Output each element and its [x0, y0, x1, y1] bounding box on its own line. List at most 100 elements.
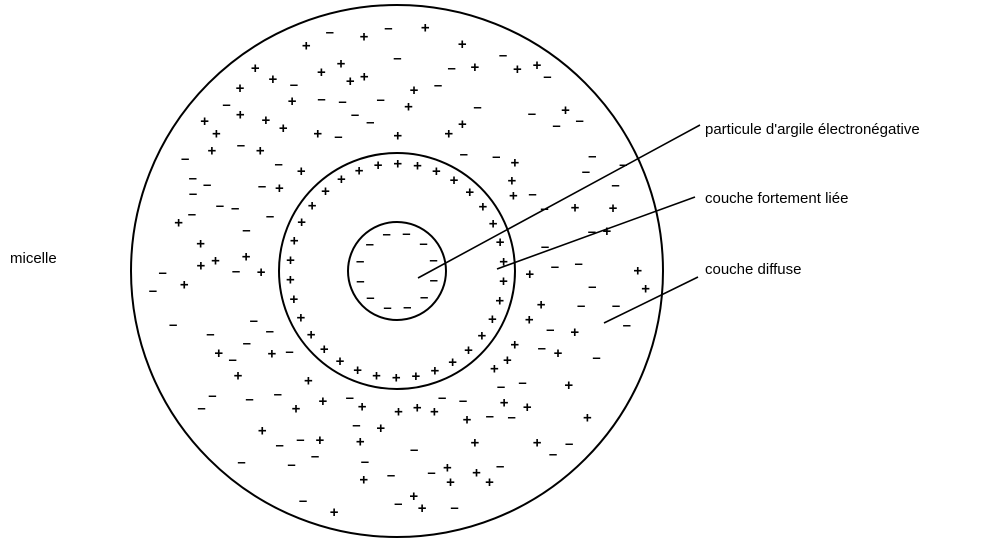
cation-diffuse-layer: +: [537, 297, 546, 314]
cation-diffuse-layer: +: [533, 57, 542, 74]
cation-diffuse-layer: +: [458, 116, 467, 133]
anion-diffuse-layer: –: [351, 106, 359, 123]
cation-diffuse-layer: +: [490, 361, 499, 378]
cation-diffuse-layer: +: [208, 142, 217, 159]
cation-diffuse-layer: +: [346, 73, 355, 90]
cation-diffuse-layer: +: [603, 223, 612, 240]
cation-diffuse-layer: +: [404, 98, 413, 115]
cation-diffuse-layer: +: [485, 474, 494, 491]
anion-diffuse-layer: –: [552, 118, 560, 135]
cation-diffuse-layer: +: [197, 258, 206, 275]
cation-diffuse-layer: +: [356, 434, 365, 451]
anion-diffuse-layer: –: [575, 256, 583, 273]
anion-diffuse-layer: –: [410, 442, 418, 459]
anion-diffuse-layer: –: [189, 170, 197, 187]
negative-charge-particle: –: [403, 299, 411, 316]
cation-diffuse-layer: +: [257, 264, 266, 281]
cation-diffuse-layer: +: [358, 399, 367, 416]
anion-diffuse-layer: –: [541, 238, 549, 255]
anion-diffuse-layer: –: [387, 467, 395, 484]
negative-charge-particle: –: [366, 290, 374, 307]
negative-charge-particle: –: [402, 226, 410, 243]
cation-diffuse-layer: +: [279, 120, 288, 137]
cation-diffuse-layer: +: [330, 504, 339, 521]
anion-diffuse-layer: –: [508, 409, 516, 426]
cation-diffuse-layer: +: [242, 248, 251, 265]
cation-diffuse-layer: +: [609, 200, 618, 217]
cation-diffuse-layer: +: [302, 37, 311, 54]
anion-diffuse-layer: –: [577, 297, 585, 314]
anion-diffuse-layer: –: [460, 146, 468, 163]
cation-diffuse-layer: +: [421, 20, 430, 37]
cation-diffuse-layer: +: [316, 432, 325, 449]
anion-diffuse-layer: –: [496, 458, 504, 475]
cation-bound-layer: +: [392, 370, 401, 387]
cation-diffuse-layer: +: [288, 93, 297, 110]
anion-diffuse-layer: –: [266, 208, 274, 225]
cation-diffuse-layer: +: [583, 410, 592, 427]
cation-diffuse-layer: +: [513, 61, 522, 78]
anion-diffuse-layer: –: [334, 129, 342, 146]
anion-diffuse-layer: –: [518, 375, 526, 392]
negative-charge-particle: –: [419, 235, 427, 252]
cation-bound-layer: +: [320, 341, 329, 358]
cation-bound-layer: +: [337, 171, 346, 188]
cation-diffuse-layer: +: [511, 155, 520, 172]
cation-diffuse-layer: +: [180, 277, 189, 294]
cation-diffuse-layer: +: [446, 474, 455, 491]
anion-diffuse-layer: –: [290, 77, 298, 94]
cation-diffuse-layer: +: [376, 420, 385, 437]
anion-diffuse-layer: –: [189, 186, 197, 203]
cation-bound-layer: +: [353, 362, 362, 379]
cation-diffuse-layer: +: [525, 266, 534, 283]
cation-bound-layer: +: [355, 162, 364, 179]
cation-diffuse-layer: +: [418, 500, 427, 517]
cation-diffuse-layer: +: [212, 125, 221, 142]
anion-diffuse-layer: –: [611, 177, 619, 194]
cation-diffuse-layer: +: [554, 345, 563, 362]
anion-diffuse-layer: –: [473, 99, 481, 116]
anion-diffuse-layer: –: [203, 176, 211, 193]
anion-diffuse-layer: –: [287, 456, 295, 473]
anion-diffuse-layer: –: [427, 465, 435, 482]
cation-bound-layer: +: [393, 156, 402, 173]
cation-diffuse-layer: +: [258, 423, 267, 440]
anion-diffuse-layer: –: [237, 454, 245, 471]
cation-bound-layer: +: [307, 326, 316, 343]
cation-diffuse-layer: +: [525, 312, 534, 329]
cation-diffuse-layer: +: [268, 346, 277, 363]
anion-diffuse-layer: –: [149, 282, 157, 299]
cation-diffuse-layer: +: [251, 60, 260, 77]
cation-diffuse-layer: +: [297, 163, 306, 180]
cation-bound-layer: +: [448, 354, 457, 371]
cation-bound-layer: +: [308, 197, 317, 214]
cation-bound-layer: +: [489, 216, 498, 233]
cation-diffuse-layer: +: [409, 488, 418, 505]
cation-diffuse-layer: +: [236, 107, 245, 124]
anion-diffuse-layer: –: [592, 350, 600, 367]
anion-diffuse-layer: –: [588, 279, 596, 296]
anion-diffuse-layer: –: [366, 114, 374, 131]
cation-bound-layer: +: [290, 232, 299, 249]
cation-bound-layer: +: [479, 199, 488, 216]
cation-bound-layer: +: [413, 158, 422, 175]
cation-diffuse-layer: +: [292, 401, 301, 418]
anion-diffuse-layer: –: [551, 259, 559, 276]
cation-diffuse-layer: +: [570, 324, 579, 341]
cation-diffuse-layer: +: [509, 188, 518, 205]
anion-diffuse-layer: –: [232, 263, 240, 280]
cation-diffuse-layer: +: [275, 180, 284, 197]
anion-diffuse-layer: –: [296, 432, 304, 449]
cation-bound-layer: +: [290, 291, 299, 308]
anion-diffuse-layer: –: [582, 164, 590, 181]
cation-diffuse-layer: +: [471, 435, 480, 452]
anion-diffuse-layer: –: [543, 68, 551, 85]
anion-diffuse-layer: –: [266, 323, 274, 340]
anion-diffuse-layer: –: [450, 499, 458, 516]
cation-bound-layer: +: [464, 342, 473, 359]
anion-diffuse-layer: –: [565, 435, 573, 452]
cation-diffuse-layer: +: [360, 29, 369, 46]
cation-diffuse-layer: +: [571, 199, 580, 216]
anion-diffuse-layer: –: [197, 400, 205, 417]
cation-diffuse-layer: +: [234, 368, 243, 385]
